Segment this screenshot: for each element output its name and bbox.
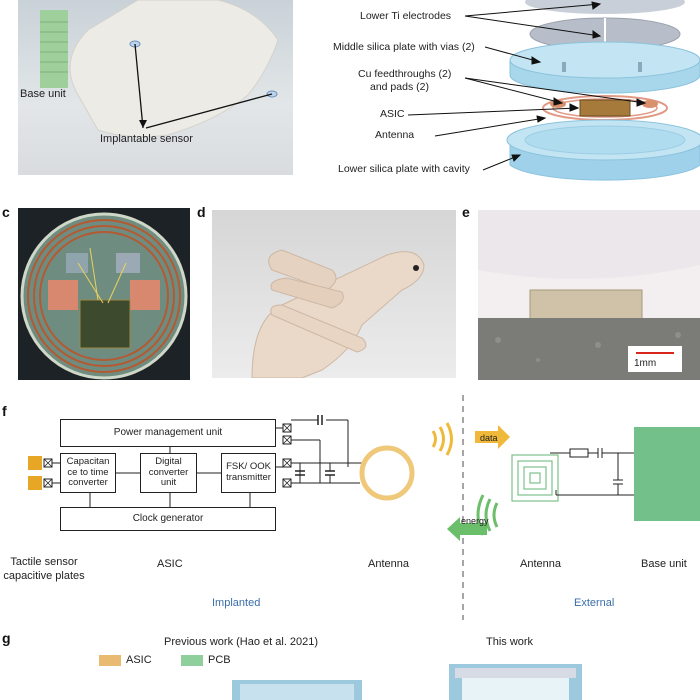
antenna-external-label: Antenna [520,558,561,570]
panel-g-cross-sections [232,664,582,700]
clock-generator: Clock generator [60,507,276,531]
label-lower-silica-plate: Lower silica plate with cavity [338,163,470,175]
label-cu-feedthroughs: Cu feedthroughs (2) [358,68,452,80]
implanted-antenna-ring [359,445,415,501]
legend-asic-label: ASIC [126,654,152,666]
legend-pcb-swatch [181,655,203,666]
panel-letter-c: c [2,204,10,220]
implantable-sensor-label: Implantable sensor [100,133,193,145]
legend-pcb-label: PCB [208,654,231,666]
asic-bottom-label: ASIC [157,558,183,570]
panel-b-exploded-view [407,0,700,181]
previous-work-title: Previous work (Hao et al. 2021) [164,636,319,648]
label-middle-silica-plate: Middle silica plate with vias (2) [333,41,475,53]
hand-illustration [40,0,279,138]
label-asic: ASIC [380,108,405,120]
label-antenna: Antenna [375,129,415,141]
panel-letter-f: f [2,403,7,419]
digital-converter-unit: Digital converter unit [140,453,197,493]
panel-e-photo: 1mm [478,210,700,380]
implant-dot [413,265,419,271]
power-management-unit: Power management unit [60,419,276,447]
panel-letter-e: e [462,204,470,220]
implanted-section-label: Implanted [212,597,261,609]
asic-die [79,299,131,349]
energy-arrow [447,517,487,541]
scale-label: 1mm [634,358,657,369]
panel-a-photo: Base unit Implantable sensor [18,0,293,175]
fsk-ook-transmitter: FSK/ OOK transmitter [221,453,276,493]
external-antenna-coil [511,454,559,502]
label-and-pads: and pads (2) [370,81,429,93]
base-unit-bottom-label: Base unit [641,558,687,570]
data-wave-icon [431,422,453,456]
this-work-title: This work [486,636,534,648]
panel-f-diagram [28,395,700,620]
wrist-band [40,10,68,88]
asic-chip [579,99,631,117]
base-unit-block [634,427,700,521]
base-unit-label: Base unit [20,88,66,100]
data-label: data [480,433,498,443]
middle-silica-plate [509,41,700,79]
panel-letter-d: d [197,204,206,220]
panel-c-photo [18,208,190,380]
legend-asic-swatch [99,655,121,666]
capacitance-to-time-converter: Capacitan ce to time converter [60,453,116,493]
sensor-pad-bottom [28,476,42,490]
external-section-label: External [574,597,615,609]
top-plate [525,0,685,14]
panel-letter-g: g [2,630,11,646]
data-arrow [475,425,510,449]
tactile-sensor-label: Tactile sensor capacitive plates [3,556,85,582]
device-cross-section [529,289,643,321]
sensor-pad-top [28,456,42,470]
pad-right [130,280,160,310]
energy-label: energy [461,516,489,526]
label-lower-ti-electrodes: Lower Ti electrodes [360,10,452,22]
pad-left [48,280,78,310]
antenna-implanted-label: Antenna [368,558,409,570]
panel-d-photo [212,210,456,378]
